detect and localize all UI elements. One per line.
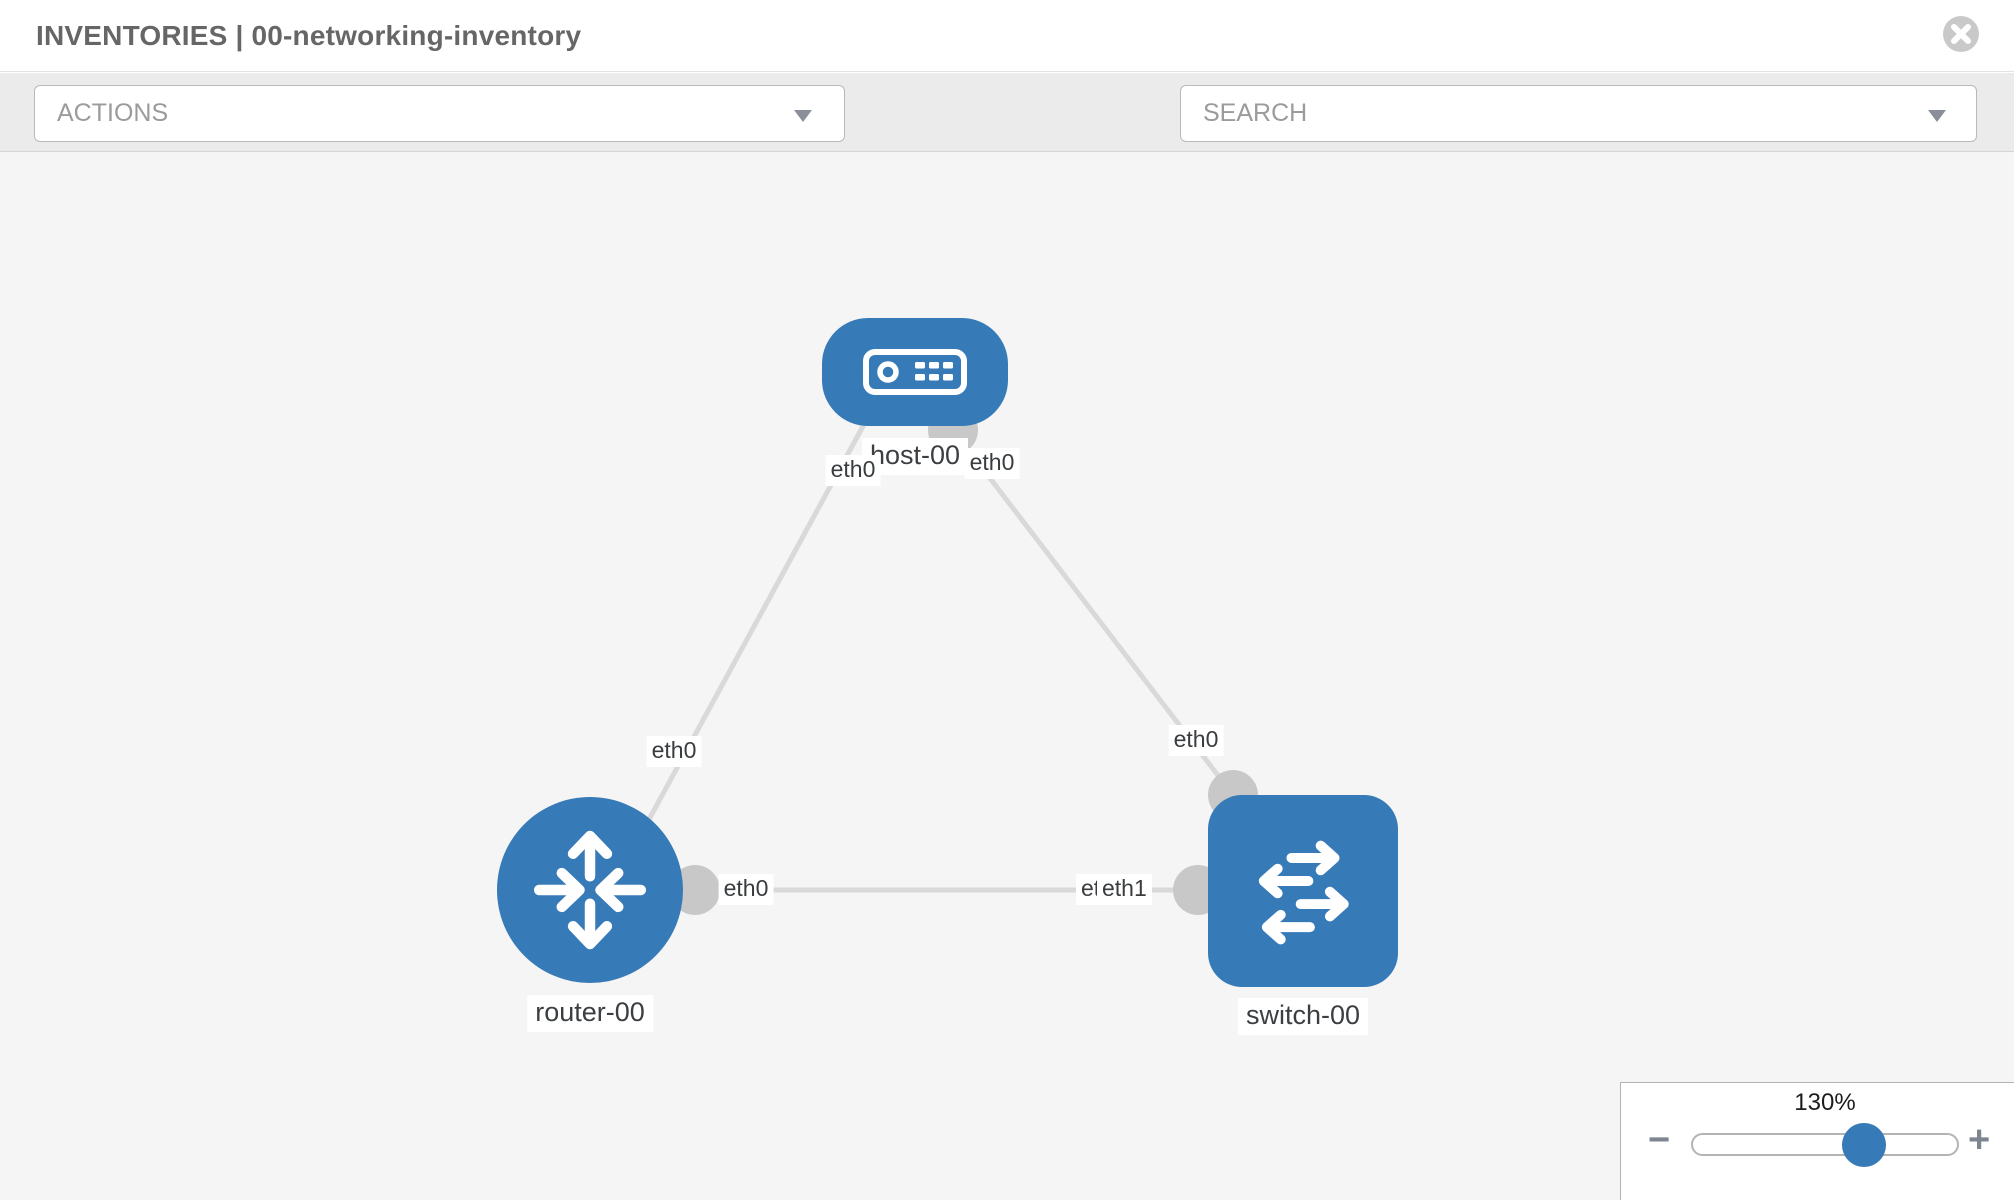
port-label-switch-uplink: eth0 (1168, 725, 1224, 756)
chevron-down-icon (794, 110, 812, 122)
switch-icon (1258, 840, 1349, 945)
port-label-switch-west-front: eth1 (1097, 874, 1152, 905)
node-host-00[interactable] (822, 318, 1008, 426)
node-router-00[interactable] (497, 797, 683, 983)
zoom-slider-handle[interactable] (1842, 1123, 1886, 1167)
search-dropdown[interactable]: SEARCH (1180, 85, 1977, 142)
port-label-router-east: eth0 (718, 874, 774, 905)
zoom-level-value: 130% (1794, 1089, 1856, 1116)
search-dropdown-label: SEARCH (1203, 99, 1308, 127)
port-connector-router[interactable] (670, 865, 720, 915)
router-icon (533, 830, 647, 950)
topology-canvas[interactable]: host-00 router-00 switch-00 eth0 eth0 et… (0, 152, 2014, 1200)
node-label-switch[interactable]: switch-00 (1237, 998, 1369, 1035)
node-switch-00[interactable] (1208, 795, 1398, 987)
port-label-host-left: eth0 (825, 455, 881, 486)
zoom-in-button[interactable]: + (1968, 1119, 1991, 1161)
host-icon (863, 349, 967, 395)
chevron-down-icon (1928, 110, 1946, 122)
actions-dropdown[interactable]: ACTIONS (34, 85, 845, 142)
port-label-host-right: eth0 (964, 448, 1020, 479)
topology-links-layer (625, 404, 1258, 915)
close-icon (1951, 24, 1971, 44)
close-button[interactable] (1943, 16, 1979, 52)
zoom-out-button[interactable]: − (1648, 1119, 1671, 1161)
toolbar: ACTIONS SEARCH (0, 73, 2014, 207)
header: INVENTORIES | 00-networking-inventory (0, 0, 2014, 72)
zoom-slider-track[interactable] (1691, 1133, 1959, 1156)
page-title: INVENTORIES | 00-networking-inventory (36, 20, 582, 51)
actions-dropdown-label: ACTIONS (57, 99, 169, 127)
zoom-control-panel: 130% − + (1620, 1082, 2014, 1200)
node-label-router[interactable]: router-00 (527, 995, 653, 1032)
port-label-router-uplink: eth0 (646, 736, 702, 767)
